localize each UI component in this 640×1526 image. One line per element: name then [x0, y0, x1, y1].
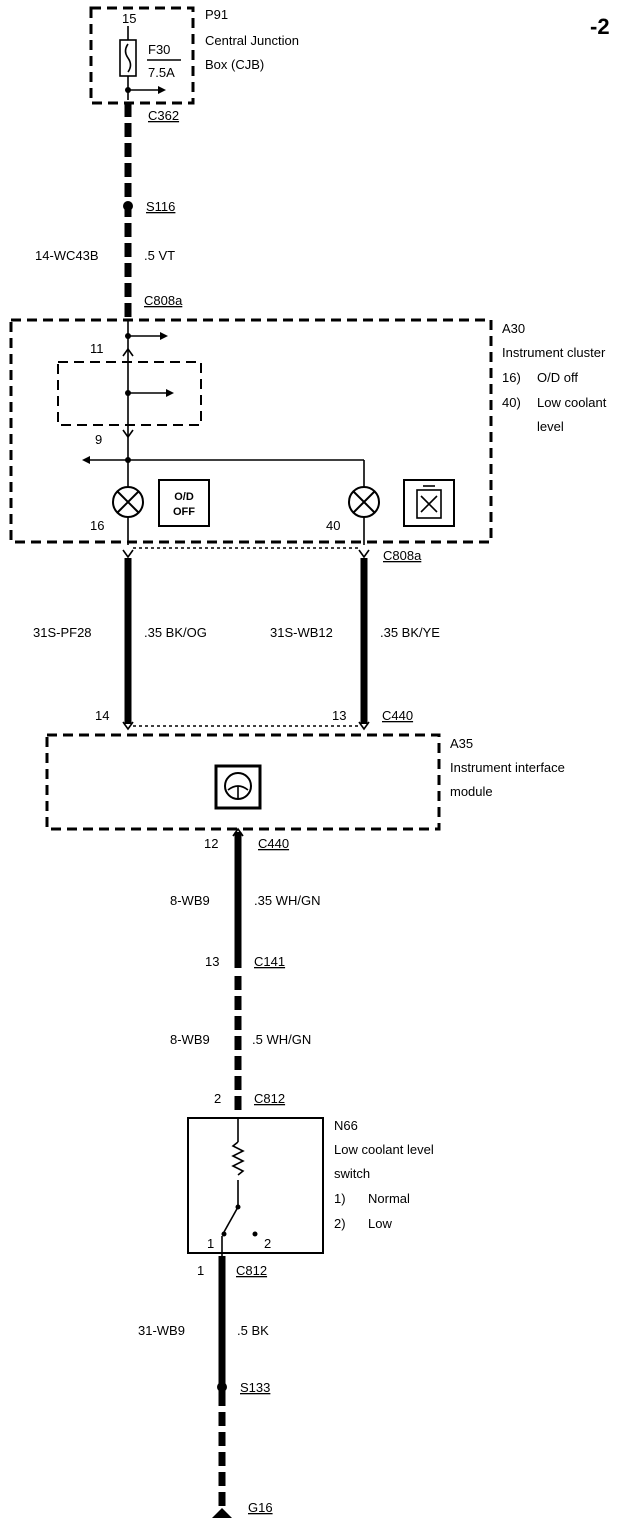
c440-pin-14-marker	[122, 721, 134, 731]
coolant-symbol-icon	[403, 479, 455, 527]
splice-s133: S133	[240, 1380, 270, 1395]
ground-g16: G16	[248, 1500, 273, 1515]
iim-gauge-symbol-icon	[214, 764, 262, 810]
ground-bus-arrow	[82, 456, 90, 464]
wire-2-id: 31S-PF28	[33, 625, 92, 640]
ground-icon	[212, 1508, 232, 1518]
switch-contact-1	[221, 1231, 227, 1237]
iim-box	[45, 733, 441, 831]
splice-s116-dot	[123, 201, 133, 211]
switch-item-1-text: Normal	[368, 1191, 410, 1206]
c440-pin-13-marker	[358, 721, 370, 731]
cluster-item-2-text: Low coolant	[537, 395, 607, 410]
connector-c812-top: C812	[254, 1091, 285, 1106]
low-coolant-lamp-cross-b	[352, 490, 376, 514]
cluster-pin-9: 9	[95, 432, 102, 447]
cluster-item-2-text-2: level	[537, 419, 564, 434]
fuse-label: F30	[148, 42, 170, 57]
iim-name: A35	[450, 736, 473, 751]
od-off-symbol-icon	[158, 479, 210, 527]
cluster-pin-16: 16	[90, 518, 104, 533]
pin-11-marker	[122, 347, 134, 357]
cjb-arrow-head	[158, 86, 166, 94]
switch-contact-label-1: 1	[207, 1236, 214, 1251]
wire-6-spec: .5 BK	[237, 1323, 269, 1338]
switch-item-1-num: 1)	[334, 1191, 346, 1206]
connector-c362: C362	[148, 108, 179, 123]
connector-c440-bottom: C440	[258, 836, 289, 851]
switch-contact-label-2: 2	[264, 1236, 271, 1251]
connector-c812-bottom: C812	[236, 1263, 267, 1278]
switch-desc-1: Low coolant level	[334, 1142, 434, 1157]
wire-1-spec: .5 VT	[144, 248, 175, 263]
wire-3-spec: .35 BK/YE	[380, 625, 440, 640]
wire-2-spec: .35 BK/OG	[144, 625, 207, 640]
cjb-name: P91	[205, 7, 228, 22]
wire-4-spec: .35 WH/GN	[254, 893, 320, 908]
wire-5-spec: .5 WH/GN	[252, 1032, 311, 1047]
od-off-line-1: O/D	[174, 491, 194, 503]
cluster-name: A30	[502, 321, 525, 336]
connector-c808a-bottom: C808a	[383, 548, 422, 563]
od-off-line-2: OFF	[173, 506, 195, 518]
connector-c440-top: C440	[382, 708, 413, 723]
coolant-level-mark-icon	[420, 495, 438, 513]
fuse-element	[124, 43, 132, 73]
switch-blade-icon	[223, 1206, 239, 1233]
instrument-cluster-box	[9, 318, 493, 544]
cluster-pin-11: 11	[90, 341, 104, 356]
page-label: -2	[590, 14, 610, 39]
cluster-item-2-num: 40)	[502, 395, 521, 410]
cjb-box	[89, 6, 195, 105]
switch-resistor-icon	[231, 1141, 245, 1176]
fuse-rating: 7.5A	[148, 65, 175, 80]
switch-desc-2: switch	[334, 1166, 370, 1181]
c440-pin-12-marker	[232, 827, 244, 837]
switch-box	[187, 1117, 324, 1254]
cjb-desc-1: Central Junction	[205, 33, 299, 48]
iim-desc-1: Instrument interface	[450, 760, 565, 775]
splice-s133-dot	[217, 1382, 227, 1392]
iim-pin-12: 12	[204, 836, 218, 851]
pin-9-marker	[122, 429, 134, 439]
cluster-item-1-text: O/D off	[537, 370, 578, 385]
iim-pin-13: 13	[332, 708, 346, 723]
switch-name: N66	[334, 1118, 358, 1133]
connector-c141: C141	[254, 954, 285, 969]
wire-3-id: 31S-WB12	[270, 625, 333, 640]
switch-pin-2: 2	[214, 1091, 221, 1106]
switch-contact-2	[252, 1231, 258, 1237]
wire-5-id: 8-WB9	[170, 1032, 210, 1047]
wire-4-id: 8-WB9	[170, 893, 210, 908]
cluster-inner-module	[57, 361, 202, 426]
cluster-item-1-num: 16)	[502, 370, 521, 385]
cjb-desc-2: Box (CJB)	[205, 57, 264, 72]
iim-pin-13b: 13	[205, 954, 219, 969]
connector-c808a-top: C808a	[144, 293, 183, 308]
cluster-desc: Instrument cluster	[502, 345, 606, 360]
wire-6-id: 31-WB9	[138, 1323, 185, 1338]
iim-pin-14: 14	[95, 708, 109, 723]
switch-item-2-text: Low	[368, 1216, 392, 1231]
c808a-pin-40-marker	[358, 549, 370, 559]
switch-pin-1-out: 1	[197, 1263, 204, 1278]
coolant-tank-icon	[416, 489, 442, 519]
cluster-pin-40: 40	[326, 518, 340, 533]
c808a-pin-16-marker	[122, 549, 134, 559]
splice-s116: S116	[146, 199, 175, 214]
wire-1-id: 14-WC43B	[35, 248, 99, 263]
od-off-lamp-cross-b	[116, 490, 140, 514]
iim-desc-2: module	[450, 784, 493, 799]
cjb-pin-15: 15	[122, 11, 136, 26]
inner-arrow-head	[166, 389, 174, 397]
switch-item-2-num: 2)	[334, 1216, 346, 1231]
cluster-arrow-head	[160, 332, 168, 340]
